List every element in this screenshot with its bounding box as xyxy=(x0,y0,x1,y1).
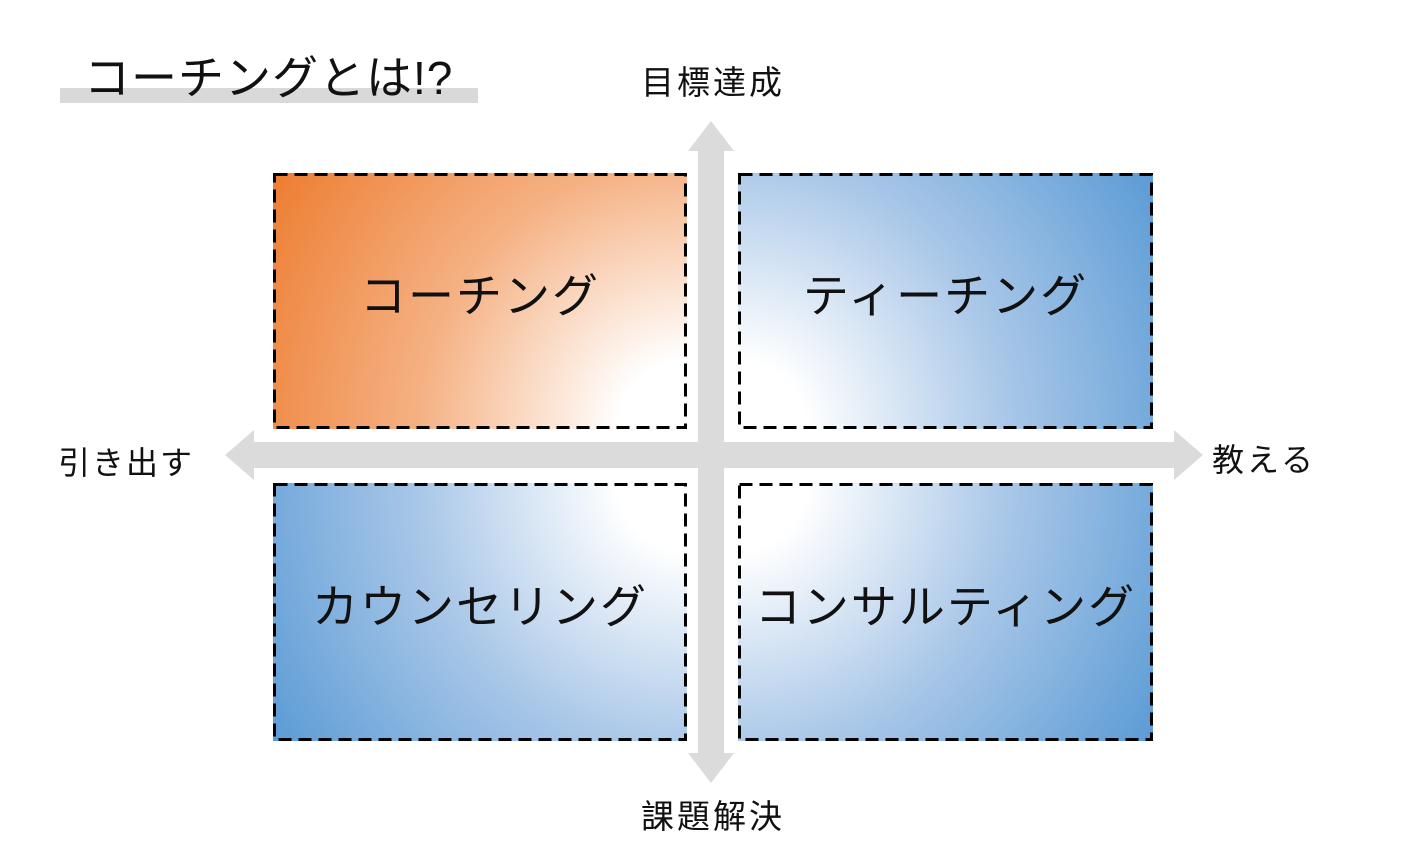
quadrant-coaching: コーチング xyxy=(273,173,687,429)
page-title: コーチングとは!? xyxy=(84,52,454,104)
dashed-border xyxy=(738,483,1153,741)
dashed-border xyxy=(738,173,1153,429)
quadrant-counseling: カウンセリング xyxy=(273,483,687,741)
quadrant-label-teaching: ティーチング xyxy=(802,270,1089,322)
horizontal-axis-arrow xyxy=(225,430,1203,480)
axis-label-problem-solving: 課題解決 xyxy=(641,798,785,835)
axis-label-goal-achievement: 目標達成 xyxy=(641,64,785,101)
quadrant-consulting: コンサルティング xyxy=(738,483,1153,741)
quadrant-teaching: ティーチング xyxy=(738,173,1153,429)
dashed-border xyxy=(273,173,687,429)
axis-label-teach: 教える xyxy=(1212,442,1317,478)
quadrant-label-consulting: コンサルティング xyxy=(754,581,1137,633)
quadrant-label-coaching: コーチング xyxy=(360,270,600,322)
title-underline-bar xyxy=(60,88,478,103)
quadrant-label-counseling: カウンセリング xyxy=(312,581,648,633)
dashed-border xyxy=(273,483,687,741)
axis-label-draw-out: 引き出す xyxy=(58,445,195,481)
